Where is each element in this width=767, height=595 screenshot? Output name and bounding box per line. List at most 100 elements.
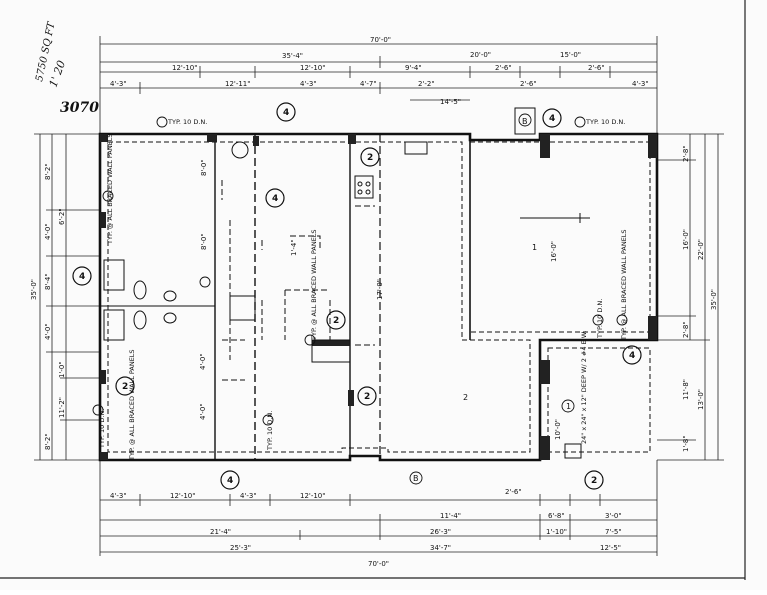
grid-markers <box>72 102 642 490</box>
dim-interior-h: 10'-0" <box>554 419 562 440</box>
note-typ-right: TYP. 10 D.N. <box>596 299 604 339</box>
grid-marker-2: 4 <box>549 114 555 124</box>
dim-right-a: 2'-8" <box>682 145 690 162</box>
note-braced-left-bottom: TYP. @ ALL BRACED WALL PANELS <box>128 349 136 461</box>
dim-right-f: 13'-0" <box>697 389 705 410</box>
bottom-dimension-labels: 4'-3" 12'-10" 4'-3" 12'-10" 2'-6" 6'-8" … <box>110 488 622 568</box>
dim-bottom-row2-c: 1'-10" <box>546 528 567 536</box>
dim-left-g: 11'-2" <box>58 397 66 418</box>
grid-marker-8: 2 <box>364 392 370 402</box>
dim-top-row3-e: 9'-4" <box>405 64 422 72</box>
room-number-lower: 2 <box>463 393 468 402</box>
dim-interior-b: 8'-0" <box>200 233 208 250</box>
dim-left-d: 8'-4" <box>44 273 52 290</box>
dim-bottom-row1-b: 12'-10" <box>170 492 195 500</box>
room-labels: 1 2 1 B B <box>413 117 571 483</box>
dim-interior-e: 4'-0" <box>199 353 207 370</box>
dim-bottom-row1-c: 4'-3" <box>240 492 257 500</box>
dim-interior-d: 16'-0" <box>550 241 558 262</box>
margin-note-line1: 3070 <box>60 100 99 116</box>
dim-top-row2-a: 35'-4" <box>282 52 303 60</box>
dim-top-row3-b: 12'-10" <box>172 64 197 72</box>
dim-interior-f: 4'-0" <box>199 403 207 420</box>
dim-left-e: 4'-0" <box>44 323 52 340</box>
dim-top-row2-b: 15'-0" <box>560 51 581 59</box>
dim-bottom-row3-b: 34'-7" <box>430 544 451 552</box>
dim-right-g: 1'-8" <box>682 435 690 452</box>
right-dimensions <box>657 133 724 461</box>
note-typ-top-right: TYP. 10 D.N. <box>585 118 625 126</box>
dim-top-row3-h: 4'-3" <box>632 80 649 88</box>
dim-left-b: 4'-0" <box>44 223 52 240</box>
dim-bottom-row1-h: 3'-0" <box>605 512 622 520</box>
dim-top-row3-a: 4'-3" <box>110 80 127 88</box>
dim-bottom-row3-a: 25'-3" <box>230 544 251 552</box>
dim-interior-c: 17'-0" <box>376 279 384 300</box>
margin-note: 3070 1' 20 5750 SQ FT <box>34 20 99 116</box>
grid-marker-7: 2 <box>122 382 128 392</box>
dim-overall-bottom: 70'-0" <box>368 560 389 568</box>
grid-marker-11: 2 <box>591 476 597 486</box>
dim-top-row3-c: 12'-11" <box>225 80 250 88</box>
dim-left-f: 1'-0" <box>58 361 66 378</box>
grid-marker-1: 4 <box>283 108 289 118</box>
dim-bottom-row1-e: 11'-4" <box>440 512 461 520</box>
bath-fixtures <box>103 107 582 459</box>
dim-top-row4-d: 2'-6" <box>520 80 537 88</box>
drawing-notes: TYP. 10 D.N. TYP. 10 D.N. TYP. 10 D.N. T… <box>98 118 628 461</box>
bottom-dimensions <box>99 460 658 556</box>
dim-overall-right: 35'-0" <box>710 289 718 310</box>
note-typ-mid: TYP. 10 D.N. <box>266 411 274 451</box>
grid-marker-6: 2 <box>333 316 339 326</box>
room-number-main: 1 <box>532 243 537 252</box>
dim-bottom-row1-g: 6'-8" <box>548 512 565 520</box>
dim-bottom-row2-b: 26'-3" <box>430 528 451 536</box>
dim-top-row2-c: 20'-0" <box>470 51 491 59</box>
dim-top-row4-b: 4'-7" <box>360 80 377 88</box>
margin-note-line2: 1' 20 <box>47 59 69 89</box>
grid-marker-3: 4 <box>272 194 278 204</box>
dim-right-c: 2'-8" <box>682 321 690 338</box>
dim-interior-g: 1'-4" <box>290 239 298 256</box>
dim-right-d: 22'-0" <box>697 239 705 260</box>
dim-overall-left: 35'-0" <box>30 279 38 300</box>
note-typ-left: TYP. 10 D.N. <box>98 409 106 449</box>
grid-marker-9: 4 <box>227 476 233 486</box>
note-typ-top-left: TYP. 10 D.N. <box>167 118 207 126</box>
room-arrow <box>520 213 590 223</box>
note-braced-center: TYP. @ ALL BRACED WALL PANELS <box>310 229 318 341</box>
dim-bottom-row1-f: 2'-6" <box>505 488 522 496</box>
dim-bottom-row1-a: 4'-3" <box>110 492 127 500</box>
dim-bottom-row1-d: 12'-10" <box>300 492 325 500</box>
dim-top-row4-a: 4'-3" <box>300 80 317 88</box>
left-dimensions <box>34 133 100 461</box>
tag-bottom: B <box>413 474 419 483</box>
dim-top-row3-f: 2'-6" <box>495 64 512 72</box>
dim-left-c: 6'-2" <box>58 208 66 225</box>
dim-overall-top: 70'-0" <box>370 36 391 44</box>
dim-top-row3-g: 2'-6" <box>588 64 605 72</box>
room-number-small: 1 <box>566 402 571 411</box>
interior-dimension-labels: 8'-0" 8'-0" 17'-0" 16'-0" 4'-0" 4'-0" 1'… <box>199 159 562 440</box>
left-dimension-labels: 35'-0" 8'-2" 4'-0" 6'-2" 8'-4" 4'-0" 1'-… <box>30 163 66 450</box>
dim-left-h: 8'-2" <box>44 433 52 450</box>
dim-right-e: 11'-8" <box>682 379 690 400</box>
right-dimension-labels: 2'-8" 16'-0" 2'-8" 22'-0" 35'-0" 11'-8" … <box>682 145 718 452</box>
note-braced-left-top: TYP. @ ALL BRACED WALL PANELS <box>106 133 114 245</box>
note-braced-right: TYP. @ ALL BRACED WALL PANELS <box>620 229 628 341</box>
top-dimensions <box>99 36 658 140</box>
dim-top-row4-e: 14'-5" <box>440 98 461 106</box>
dim-top-row4-c: 2'-2" <box>418 80 435 88</box>
tag-top: B <box>522 117 528 126</box>
grid-marker-10: 4 <box>629 351 635 361</box>
dim-bottom-row3-c: 12'-5" <box>600 544 621 552</box>
dim-bottom-row2-d: 7'-5" <box>605 528 622 536</box>
pilasters <box>100 134 657 460</box>
dim-top-row3-d: 12'-10" <box>300 64 325 72</box>
note-footing: 24" x 24" x 12" DEEP W/ 2 #4 E.W. <box>580 331 588 444</box>
dim-left-a: 8'-2" <box>44 163 52 180</box>
top-dimension-labels: 70'-0" 35'-4" 20'-0" 15'-0" 4'-3" 12'-10… <box>110 36 649 106</box>
grid-marker-4: 2 <box>367 153 373 163</box>
dim-right-b: 16'-0" <box>682 229 690 250</box>
